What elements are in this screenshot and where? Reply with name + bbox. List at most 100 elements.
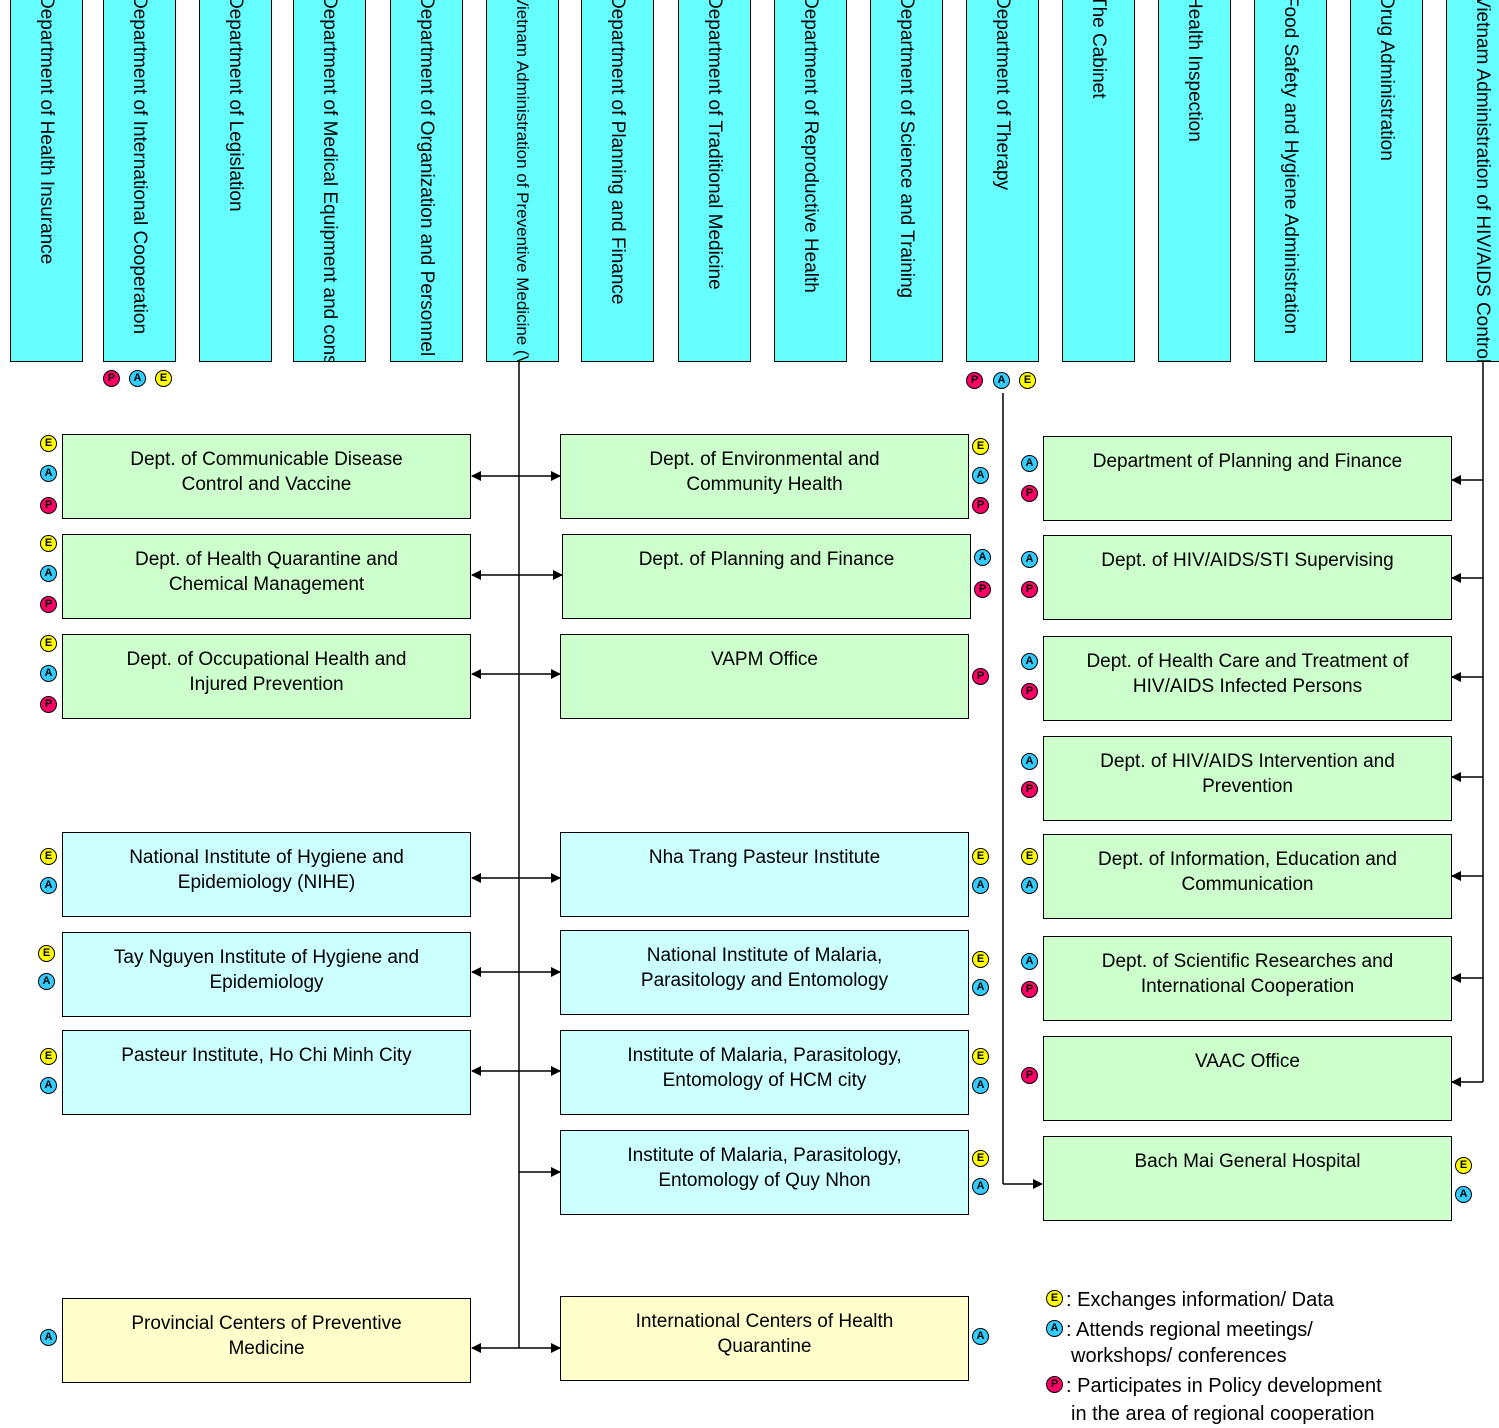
- badge-p-icon: P: [972, 668, 989, 685]
- badge-p-icon: P: [40, 696, 57, 713]
- badge-p-icon: P: [1021, 781, 1038, 798]
- unit-bach-mai-hospital: Bach Mai General Hospital: [1043, 1136, 1452, 1221]
- top-dept-traditional-medicine: Department of Traditional Medicine: [678, 0, 751, 362]
- badge-a-icon: A: [40, 665, 57, 682]
- badge-e-icon: E: [972, 1150, 989, 1167]
- badge-e-icon: E: [1021, 848, 1038, 865]
- badge-a-icon: A: [1021, 953, 1038, 970]
- badge-p-icon: P: [1021, 581, 1038, 598]
- badge-a-icon: A: [1021, 653, 1038, 670]
- top-dept-legislation: Department of Legislation: [199, 0, 272, 362]
- legend-a-icon: A: [1046, 1320, 1063, 1337]
- badge-p-icon: P: [40, 596, 57, 613]
- unit-nha-trang-pasteur: Nha Trang Pasteur Institute: [560, 832, 969, 917]
- badge-a-icon: A: [974, 549, 991, 566]
- badge-a-icon: A: [1021, 877, 1038, 894]
- badge-a-icon: A: [1021, 753, 1038, 770]
- badge-a-icon: A: [972, 1178, 989, 1195]
- badge-a-icon: A: [40, 565, 57, 582]
- top-dept-health-inspection: Health Inspection: [1158, 0, 1231, 362]
- badge-p-icon: P: [103, 370, 120, 387]
- badge-a-icon: A: [1021, 455, 1038, 472]
- badge-a-icon: A: [129, 370, 146, 387]
- badge-p-icon: P: [974, 581, 991, 598]
- top-dept-medical-equipment: Department of Medical Equipment and cons…: [293, 0, 366, 362]
- legend-a-text: : Attends regional meetings/: [1066, 1319, 1313, 1341]
- badge-p-icon: P: [1021, 683, 1038, 700]
- badge-e-icon: E: [38, 945, 55, 962]
- top-dept-reproductive-health: Department of Reproductive Health: [774, 0, 847, 362]
- unit-vapm-planning-finance: Dept. of Planning and Finance: [562, 534, 971, 619]
- legend-p-text: : Participates in Policy development: [1066, 1375, 1382, 1397]
- top-dept-vapm: Vietnam Administration of Preventive Med…: [486, 0, 559, 362]
- unit-vaac-office: VAAC Office: [1043, 1036, 1452, 1121]
- badge-a-icon: A: [972, 1328, 989, 1345]
- legend-e-icon: E: [1046, 1290, 1063, 1307]
- badge-p-icon: P: [966, 372, 983, 389]
- badge-e-icon: E: [1455, 1157, 1472, 1174]
- badge-a-icon: A: [40, 877, 57, 894]
- top-dept-health-insurance: Department of Health Insurance: [10, 0, 83, 362]
- top-dept-vaac: Vietnam Administration of HIV/AIDS Contr…: [1446, 0, 1499, 362]
- legend-e-text: : Exchanges information/ Data: [1066, 1289, 1334, 1311]
- unit-vapm-office: VAPM Office: [560, 634, 969, 719]
- badge-a-icon: A: [972, 979, 989, 996]
- top-dept-therapy: Department of Therapy: [966, 0, 1039, 362]
- legend-p-icon: P: [1046, 1376, 1063, 1393]
- unit-nimpe: National Institute of Malaria,Parasitolo…: [560, 930, 969, 1015]
- legend-a-text-2: workshops/ conferences: [1071, 1345, 1287, 1367]
- badge-a-icon: A: [1021, 551, 1038, 568]
- top-dept-cabinet: The Cabinet: [1062, 0, 1135, 362]
- badge-a-icon: A: [40, 1329, 57, 1346]
- unit-vaac-planning-finance: Department of Planning and Finance: [1043, 436, 1452, 521]
- badge-p-icon: P: [1021, 981, 1038, 998]
- unit-pasteur-hcm: Pasteur Institute, Ho Chi Minh City: [62, 1030, 471, 1115]
- top-dept-science-training: Department of Science and Training: [870, 0, 943, 362]
- unit-impe-quy-nhon: Institute of Malaria, Parasitology,Entom…: [560, 1130, 969, 1215]
- badge-p-icon: P: [1021, 1067, 1038, 1084]
- badge-e-icon: E: [972, 951, 989, 968]
- badge-e-icon: E: [40, 848, 57, 865]
- legend-p-text-2: in the area of regional cooperation: [1071, 1403, 1375, 1425]
- badge-a-icon: A: [972, 467, 989, 484]
- badge-e-icon: E: [155, 370, 172, 387]
- top-dept-food-safety: Food Safety and Hygiene Administration: [1254, 0, 1327, 362]
- badge-p-icon: P: [1021, 485, 1038, 502]
- badge-e-icon: E: [40, 635, 57, 652]
- badge-e-icon: E: [972, 438, 989, 455]
- top-dept-international-cooperation: Department of International Cooperation: [103, 0, 176, 362]
- top-dept-planning-finance: Department of Planning and Finance: [581, 0, 654, 362]
- badge-a-icon: A: [40, 1077, 57, 1094]
- badge-e-icon: E: [40, 1048, 57, 1065]
- badge-p-icon: P: [972, 497, 989, 514]
- badge-a-icon: A: [40, 465, 57, 482]
- unit-impe-hcm: Institute of Malaria, Parasitology,Entom…: [560, 1030, 969, 1115]
- badge-a-icon: A: [1455, 1186, 1472, 1203]
- badge-a-icon: A: [38, 973, 55, 990]
- badge-e-icon: E: [40, 535, 57, 552]
- badge-e-icon: E: [972, 1048, 989, 1065]
- badge-e-icon: E: [972, 848, 989, 865]
- unit-hiv-sti-supervising: Dept. of HIV/AIDS/STI Supervising: [1043, 535, 1452, 620]
- badge-p-icon: P: [40, 497, 57, 514]
- badge-a-icon: A: [972, 1077, 989, 1094]
- top-dept-organization-personnel: Department of Organization and Personnel: [390, 0, 463, 362]
- badge-e-icon: E: [40, 435, 57, 452]
- badge-a-icon: A: [993, 372, 1010, 389]
- badge-a-icon: A: [972, 877, 989, 894]
- top-dept-drug-administration: Drug Administration: [1350, 0, 1423, 362]
- badge-e-icon: E: [1019, 372, 1036, 389]
